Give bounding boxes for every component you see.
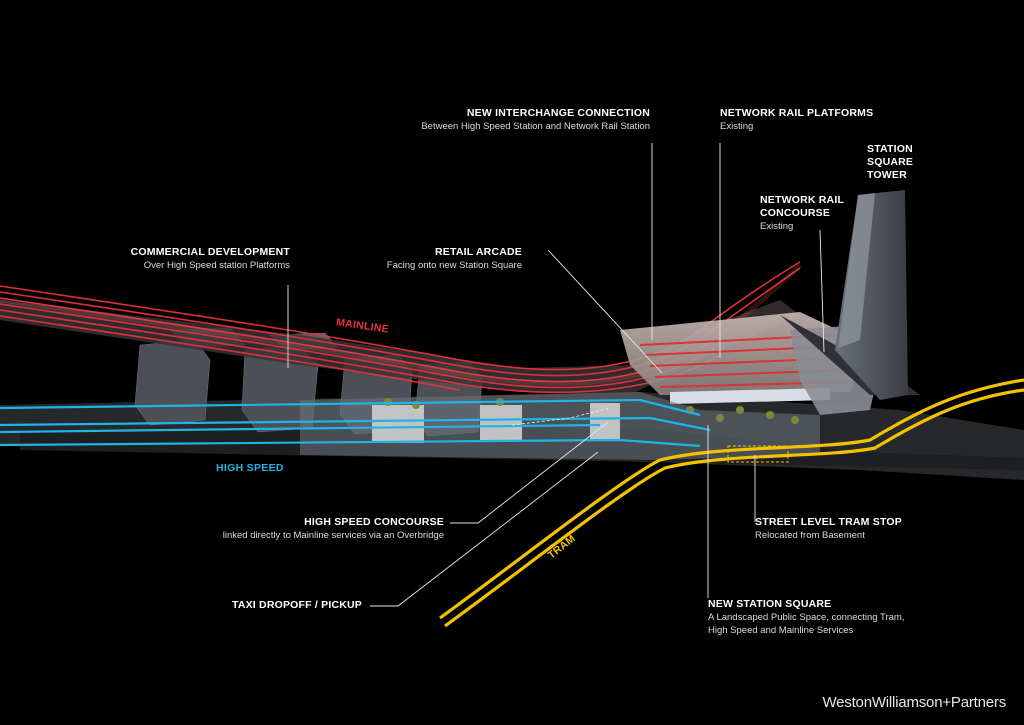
label-subtitle: Existing xyxy=(720,121,754,132)
platform-canopy xyxy=(670,388,830,404)
label-commercial-development: COMMERCIAL DEVELOPMENT Over High Speed s… xyxy=(100,246,290,272)
label-network-rail-platforms: NETWORK RAIL PLATFORMS Existing xyxy=(720,107,900,133)
label-station-square-tower: STATION SQUARE TOWER xyxy=(867,143,947,182)
label-subtitle: linked directly to Mainline services via… xyxy=(222,530,444,541)
label-retail-arcade: RETAIL ARCADE Facing onto new Station Sq… xyxy=(352,246,522,272)
label-subtitle: Over High Speed station Platforms xyxy=(143,260,290,271)
label-line: NETWORK RAIL xyxy=(760,194,845,206)
label-title: NEW STATION SQUARE xyxy=(708,598,832,610)
tram-stop xyxy=(727,445,789,463)
label-line: CONCOURSE xyxy=(760,207,831,219)
retail-arcade xyxy=(372,403,620,443)
tram-line xyxy=(439,378,1024,628)
label-subtitle: Facing onto new Station Square xyxy=(386,260,522,271)
label-title: TAXI DROPOFF / PICKUP xyxy=(231,599,362,611)
label-subtitle: Relocated from Basement xyxy=(755,530,865,541)
label-subtitle: High Speed and Mainline Services xyxy=(708,625,854,636)
label-subtitle: Between High Speed Station and Network R… xyxy=(421,121,650,132)
label-title: NETWORK RAIL PLATFORMS xyxy=(720,107,874,119)
mainline-viaduct xyxy=(0,300,800,395)
mainline-tracks xyxy=(0,261,801,394)
label-line: SQUARE xyxy=(867,156,914,168)
label-line: TOWER xyxy=(867,169,907,181)
label-interchange: NEW INTERCHANGE CONNECTION Between High … xyxy=(392,107,650,133)
label-taxi: TAXI DROPOFF / PICKUP xyxy=(200,599,362,612)
label-subtitle: A Landscaped Public Space, connecting Tr… xyxy=(708,612,905,623)
credit-logo: WestonWilliamson+Partners xyxy=(822,694,1006,711)
label-title: HIGH SPEED CONCOURSE xyxy=(304,516,444,528)
tag-high-speed: HIGH SPEED xyxy=(216,462,284,474)
label-network-rail-concourse: NETWORK RAIL CONCOURSE Existing xyxy=(760,194,870,233)
label-tram-stop: STREET LEVEL TRAM STOP Relocated from Ba… xyxy=(755,516,925,542)
label-title: NEW INTERCHANGE CONNECTION xyxy=(466,107,650,119)
label-new-station-square: NEW STATION SQUARE A Landscaped Public S… xyxy=(708,598,938,637)
label-high-speed-concourse: HIGH SPEED CONCOURSE linked directly to … xyxy=(200,516,444,542)
label-line: STATION xyxy=(867,143,913,155)
high-speed-tracks xyxy=(0,398,711,448)
label-title: COMMERCIAL DEVELOPMENT xyxy=(130,246,290,258)
label-title: STREET LEVEL TRAM STOP xyxy=(755,516,902,528)
label-title: RETAIL ARCADE xyxy=(435,246,522,258)
leader-lines xyxy=(287,143,825,607)
label-subtitle: Existing xyxy=(760,221,794,232)
